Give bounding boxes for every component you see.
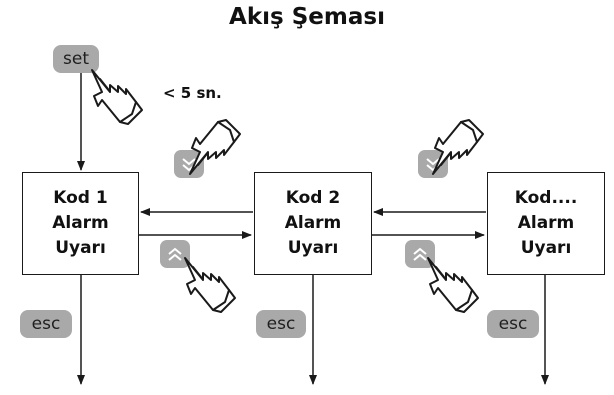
diagram-title: Akış Şeması — [229, 4, 385, 30]
box-line: Alarm — [517, 213, 575, 233]
pointing-hand-icon — [432, 119, 484, 175]
state-box-kod3: Kod.... Alarm Uyarı — [487, 172, 605, 275]
pointing-hand-icon — [189, 119, 241, 175]
state-box-kod2: Kod 2 Alarm Uyarı — [254, 172, 372, 275]
up-double-chevron-icon[interactable] — [160, 240, 190, 268]
pointing-hand-icon — [427, 257, 479, 313]
box-line: Uyarı — [520, 238, 572, 258]
hold-time-label: < 5 sn. — [163, 84, 222, 102]
box-line: Kod 1 — [53, 188, 108, 208]
pointing-hand-icon — [91, 69, 143, 125]
box-line: Kod 2 — [285, 188, 341, 208]
set-key[interactable]: set — [53, 45, 99, 73]
esc-key[interactable]: esc — [20, 310, 72, 338]
state-box-kod1: Kod 1 Alarm Uyarı — [22, 172, 139, 275]
box-line: Alarm — [284, 213, 342, 233]
box-line: Uyarı — [55, 238, 106, 258]
esc-key[interactable]: esc — [256, 310, 306, 338]
box-line: Alarm — [52, 213, 109, 233]
box-line: Kod.... — [514, 188, 578, 208]
pointing-hand-icon — [184, 257, 236, 313]
esc-key[interactable]: esc — [487, 310, 539, 338]
box-line: Uyarı — [287, 238, 339, 258]
